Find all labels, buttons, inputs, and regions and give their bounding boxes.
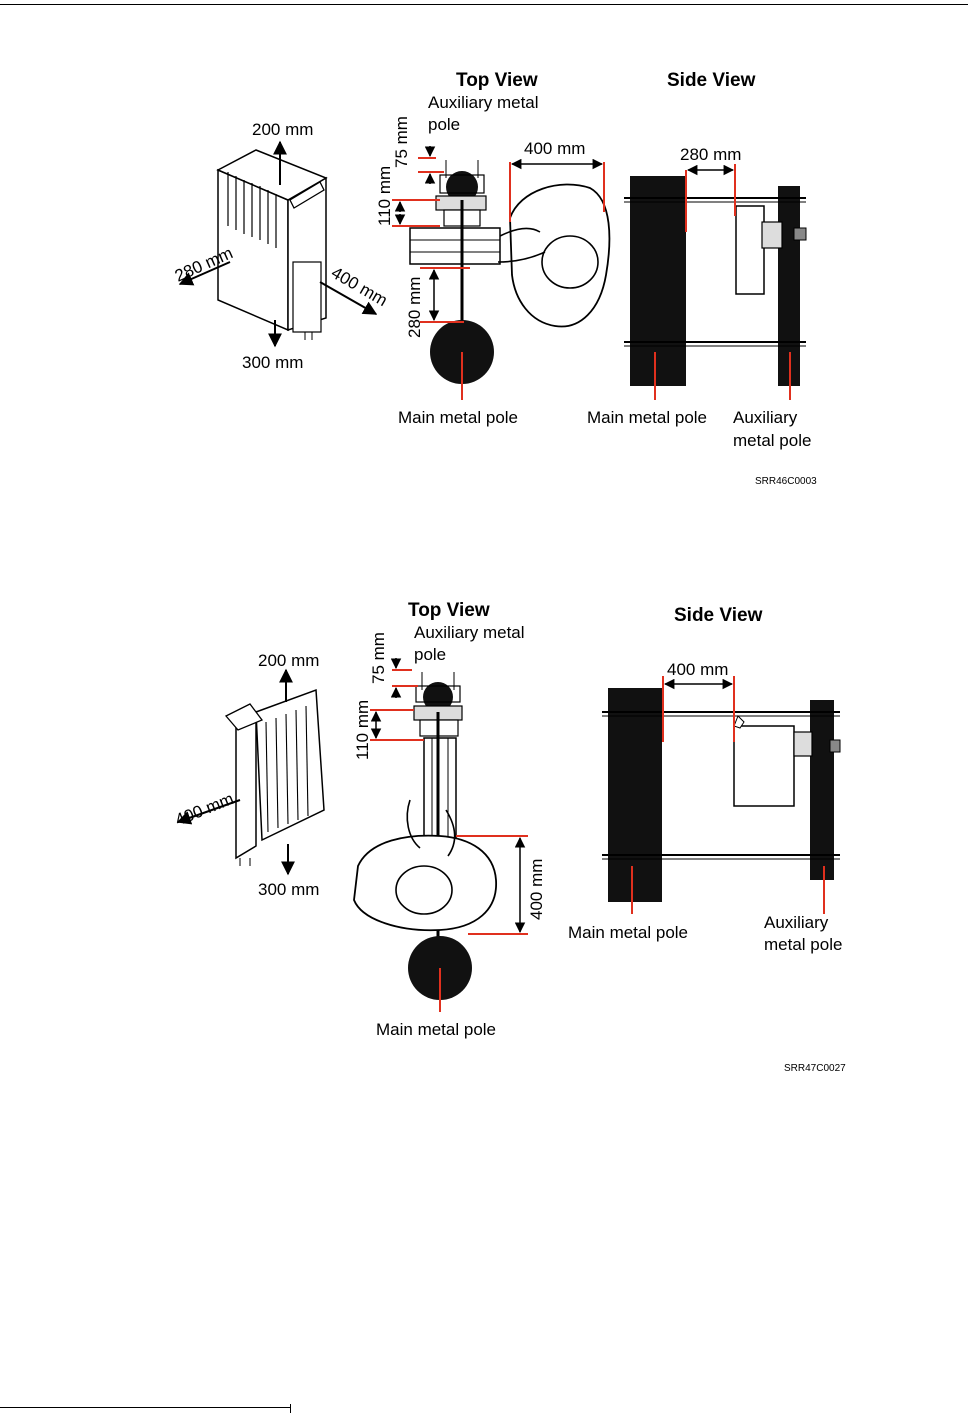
side-view-title-2: Side View bbox=[674, 605, 763, 626]
dim-label-400-top-1: 400 mm bbox=[524, 139, 585, 158]
side-view-title-1: Side View bbox=[667, 70, 756, 91]
aux-pole-side-label-2a: Auxiliary bbox=[764, 913, 829, 932]
top-view-title-2: Top View bbox=[408, 600, 490, 621]
top-view-2: Top View Auxiliary metal pole Main metal… bbox=[353, 600, 546, 1039]
main-pole-side-2 bbox=[608, 688, 662, 902]
dim-label-75-1: 75 mm bbox=[392, 116, 411, 168]
aux-pole-label-2a: Auxiliary metal bbox=[414, 623, 525, 642]
side-view-2: Side View 400 mm Main metal pole Auxilia… bbox=[568, 605, 842, 954]
footer-rule bbox=[0, 1407, 290, 1408]
aux-pole-label-1a: Auxiliary metal bbox=[428, 93, 539, 112]
main-pole-side-1 bbox=[630, 176, 686, 386]
device-isometric-1: 200 mm 300 mm 280 mm 400 mm bbox=[172, 120, 391, 372]
dim-label-400-vert-2: 400 mm bbox=[527, 859, 546, 920]
dim-label-400-right: 400 mm bbox=[328, 263, 391, 310]
dim-label-400-left-2: 400 mm bbox=[172, 789, 236, 830]
device-isometric-2: 200 mm 300 mm 400 mm bbox=[172, 651, 325, 899]
dim-label-200-2: 200 mm bbox=[258, 651, 319, 670]
main-pole-label-side-1: Main metal pole bbox=[587, 408, 707, 427]
footer-rule-tick bbox=[290, 1404, 291, 1413]
figure-code-2: SRR47C0027 bbox=[784, 1063, 846, 1074]
dim-label-300-2: 300 mm bbox=[258, 880, 319, 899]
aux-pole-label-2b: pole bbox=[414, 645, 446, 664]
dim-label-200: 200 mm bbox=[252, 120, 313, 139]
side-view-1: Side View 280 mm Main metal pole Auxilia… bbox=[587, 70, 811, 450]
top-view-title-1: Top View bbox=[456, 70, 538, 91]
dim-label-400-side-2: 400 mm bbox=[667, 660, 728, 679]
aux-pole-side-2 bbox=[810, 700, 834, 880]
dim-label-110-1: 110 mm bbox=[375, 166, 394, 226]
aux-pole-side-label-1a: Auxiliary bbox=[733, 408, 798, 427]
header-rule bbox=[0, 4, 968, 5]
top-view-1: Top View Auxiliary metal pole Main metal… bbox=[375, 70, 611, 427]
aux-pole-side-label-2b: metal pole bbox=[764, 935, 842, 954]
dim-label-300: 300 mm bbox=[242, 353, 303, 372]
aux-pole-circle-1 bbox=[446, 171, 478, 203]
figure-2: 200 mm 300 mm 400 mm Top View Auxiliary … bbox=[172, 600, 846, 1074]
person-figure-1 bbox=[497, 183, 611, 328]
figure-code-1: SRR46C0003 bbox=[755, 476, 817, 487]
dim-label-110-2: 110 mm bbox=[353, 700, 372, 760]
aux-pole-side-label-1b: metal pole bbox=[733, 431, 811, 450]
dim-label-280-vert-1: 280 mm bbox=[405, 277, 424, 338]
main-pole-label-top-2: Main metal pole bbox=[376, 1020, 496, 1039]
person-figure-2 bbox=[353, 799, 497, 932]
dim-label-75-2: 75 mm bbox=[369, 632, 388, 684]
main-pole-label-side-2: Main metal pole bbox=[568, 923, 688, 942]
dim-label-280-side-1: 280 mm bbox=[680, 145, 741, 164]
aux-pole-label-1b: pole bbox=[428, 115, 460, 134]
main-pole-label-top-1: Main metal pole bbox=[398, 408, 518, 427]
figure-1: 200 mm 300 mm 280 mm 400 mm Top View Aux… bbox=[172, 70, 817, 487]
aux-pole-circle-2 bbox=[423, 682, 453, 712]
